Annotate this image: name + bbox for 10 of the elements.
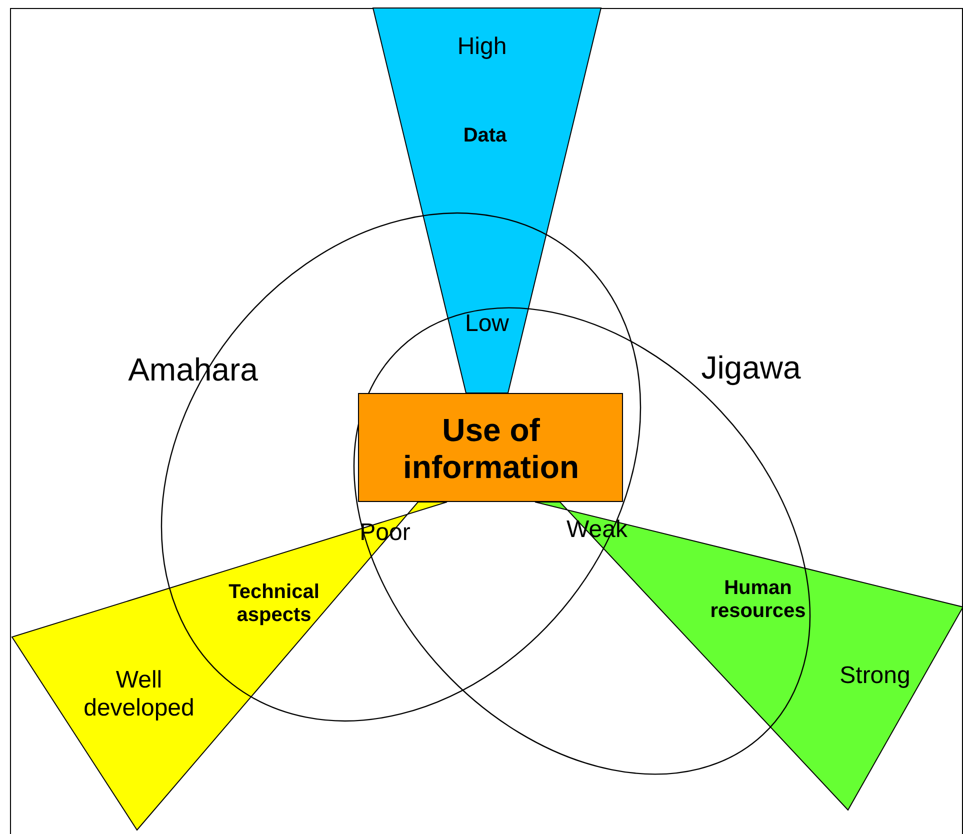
axis-label: Technical aspects (228, 581, 320, 627)
scale-label: Well developed (82, 666, 196, 722)
axis-label: Human resources (709, 577, 807, 623)
axis-label: Data (462, 124, 508, 148)
region-label: Jigawa (700, 350, 802, 386)
box-title: Use of information (402, 412, 580, 486)
scale-label: High (456, 33, 508, 61)
central-box (358, 393, 623, 502)
scale-label: Low (464, 310, 510, 338)
scale-label: Strong (838, 662, 912, 690)
